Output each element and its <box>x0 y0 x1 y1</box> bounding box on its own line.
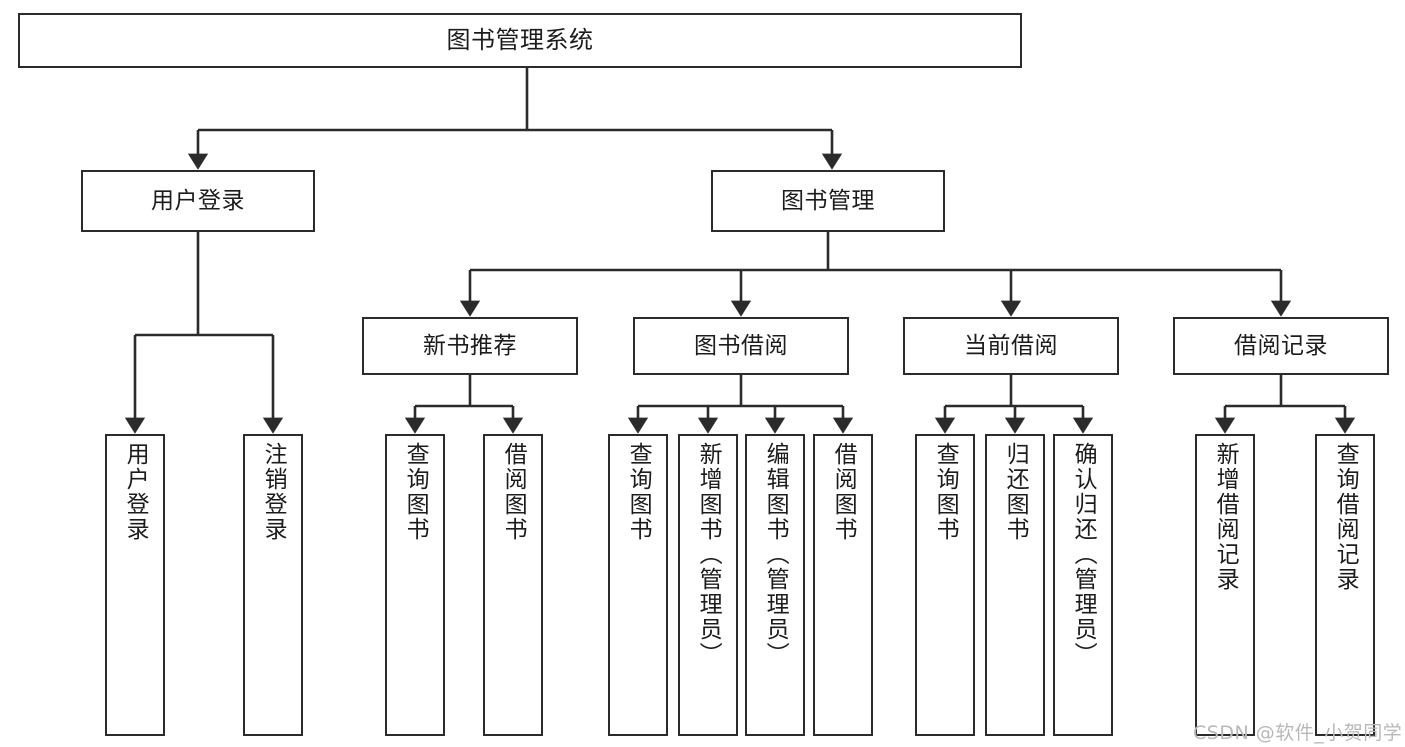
node-current-borrow[interactable]: 当前借阅 <box>903 317 1119 375</box>
node-label: 借阅图书 <box>500 442 527 542</box>
node-book-borrow[interactable]: 图书借阅 <box>633 317 849 375</box>
node-borrow-record[interactable]: 借阅记录 <box>1173 317 1389 375</box>
node-label: 图书借阅 <box>694 332 788 359</box>
node-leaf-borrow-book-2[interactable]: 借阅图书 <box>813 434 873 736</box>
node-user-login[interactable]: 用户登录 <box>81 170 315 232</box>
node-root-system[interactable]: 图书管理系统 <box>18 13 1022 68</box>
node-label: 归还图书 <box>1002 442 1029 542</box>
node-leaf-add-borrow-record[interactable]: 新增借阅记录 <box>1195 434 1255 736</box>
node-label: 新增图书（管理员） <box>695 442 722 667</box>
node-leaf-user-login[interactable]: 用户登录 <box>105 434 165 736</box>
node-label: 借阅图书 <box>830 442 857 542</box>
node-label: 用户登录 <box>151 187 245 214</box>
node-book-manage[interactable]: 图书管理 <box>711 170 945 232</box>
node-leaf-logout-login[interactable]: 注销登录 <box>243 434 303 736</box>
node-leaf-query-book-1[interactable]: 查询图书 <box>385 434 445 736</box>
node-label: 当前借阅 <box>964 332 1058 359</box>
node-leaf-confirm-return[interactable]: 确认归还（管理员） <box>1053 434 1113 736</box>
node-label: 查询借阅记录 <box>1332 442 1359 592</box>
node-leaf-edit-book[interactable]: 编辑图书（管理员） <box>745 434 805 736</box>
node-leaf-borrow-book-1[interactable]: 借阅图书 <box>483 434 543 736</box>
node-label: 查询图书 <box>932 442 959 542</box>
node-label: 用户登录 <box>122 442 149 542</box>
node-label: 注销登录 <box>260 442 287 542</box>
node-label: 借阅记录 <box>1234 332 1328 359</box>
node-label: 查询图书 <box>402 442 429 542</box>
node-new-book-recommend[interactable]: 新书推荐 <box>362 317 578 375</box>
node-label: 新增借阅记录 <box>1212 442 1239 592</box>
node-leaf-add-book[interactable]: 新增图书（管理员） <box>678 434 738 736</box>
node-label: 图书管理系统 <box>446 25 594 54</box>
node-leaf-query-book-3[interactable]: 查询图书 <box>915 434 975 736</box>
node-leaf-return-book[interactable]: 归还图书 <box>985 434 1045 736</box>
node-label: 查询图书 <box>625 442 652 542</box>
csdn-watermark: CSDN @软件_小贺同学 <box>1193 722 1403 744</box>
node-label: 编辑图书（管理员） <box>762 442 789 667</box>
node-label: 确认归还（管理员） <box>1070 442 1097 667</box>
node-leaf-query-book-2[interactable]: 查询图书 <box>608 434 668 736</box>
node-label: 新书推荐 <box>423 332 517 359</box>
node-leaf-query-borrow-record[interactable]: 查询借阅记录 <box>1315 434 1375 736</box>
node-label: 图书管理 <box>781 187 875 214</box>
